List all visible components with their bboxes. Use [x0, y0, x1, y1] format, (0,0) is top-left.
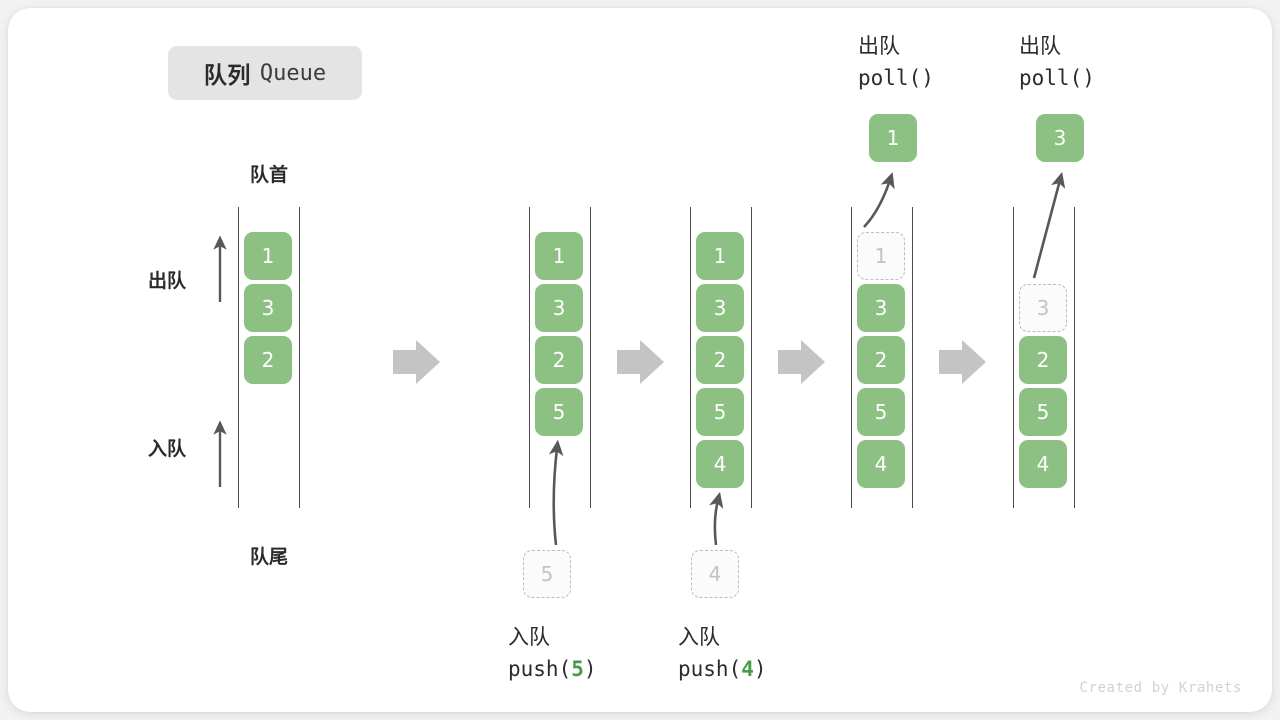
poll3-label-cn: 出队: [1019, 34, 1061, 58]
panel1-cell-0: 1: [244, 232, 292, 280]
panel1-cell-2: 2: [244, 336, 292, 384]
panel3-cell-0: 1: [696, 232, 744, 280]
push4-code-arg: 4: [741, 657, 754, 681]
label-queue-tail: 队尾: [249, 546, 288, 568]
push4-code-prefix: push(: [678, 657, 742, 681]
push5-label-code: push(5): [508, 657, 597, 681]
panel2-cell-1: 3: [535, 284, 583, 332]
panel1-rail-right: [299, 207, 300, 508]
push4-label-code: push(4): [678, 657, 767, 681]
panel5-rail-right: [1074, 207, 1075, 508]
panel4-rail-right: [912, 207, 913, 508]
panel3-ghost-incoming: 4: [691, 550, 739, 598]
title-badge: 队列 Queue: [168, 46, 362, 100]
panel4-cell-2: 2: [857, 336, 905, 384]
panel2-cell-0: 1: [535, 232, 583, 280]
label-dequeue: 出队: [148, 270, 187, 292]
panel1-rail-left: [238, 207, 239, 508]
push4-label-cn: 入队: [678, 625, 720, 649]
push5-code-prefix: push(: [508, 657, 572, 681]
panel3-cell-3: 5: [696, 388, 744, 436]
push4-code-suffix: ): [753, 657, 767, 681]
panel3-rail-left: [690, 207, 691, 508]
label-queue-head: 队首: [249, 164, 288, 186]
panel2-cell-3: 5: [535, 388, 583, 436]
panel3-cell-2: 2: [696, 336, 744, 384]
panel1-cell-1: 3: [244, 284, 292, 332]
panel2-cell-2: 2: [535, 336, 583, 384]
title-cn: 队列: [203, 63, 251, 89]
title-en: Queue: [259, 60, 327, 86]
label-enqueue: 入队: [148, 438, 187, 460]
panel4-ghost-removed: 1: [857, 232, 905, 280]
push5-label-cn: 入队: [508, 625, 550, 649]
content-card: [8, 8, 1272, 712]
panel5-rail-left: [1013, 207, 1014, 508]
panel2-ghost-incoming: 5: [523, 550, 571, 598]
panel5-ghost-removed: 3: [1019, 284, 1067, 332]
panel4-cell-4: 4: [857, 440, 905, 488]
poll3-returned-value: 3: [1036, 114, 1084, 162]
credit-text: Created by Krahets: [1079, 680, 1242, 696]
poll1-label-cn: 出队: [858, 34, 900, 58]
push5-code-arg: 5: [571, 657, 584, 681]
panel5-cell-3: 4: [1019, 440, 1067, 488]
panel4-cell-3: 5: [857, 388, 905, 436]
poll3-label-code: poll(): [1019, 66, 1095, 90]
panel3-cell-1: 3: [696, 284, 744, 332]
panel3-cell-4: 4: [696, 440, 744, 488]
panel2-rail-left: [529, 207, 530, 508]
panel3-rail-right: [751, 207, 752, 508]
panel5-cell-2: 5: [1019, 388, 1067, 436]
panel2-rail-right: [590, 207, 591, 508]
panel4-rail-left: [851, 207, 852, 508]
poll1-returned-value: 1: [869, 114, 917, 162]
panel5-cell-1: 2: [1019, 336, 1067, 384]
panel4-cell-1: 3: [857, 284, 905, 332]
push5-code-suffix: ): [583, 657, 597, 681]
poll1-label-code: poll(): [858, 66, 934, 90]
